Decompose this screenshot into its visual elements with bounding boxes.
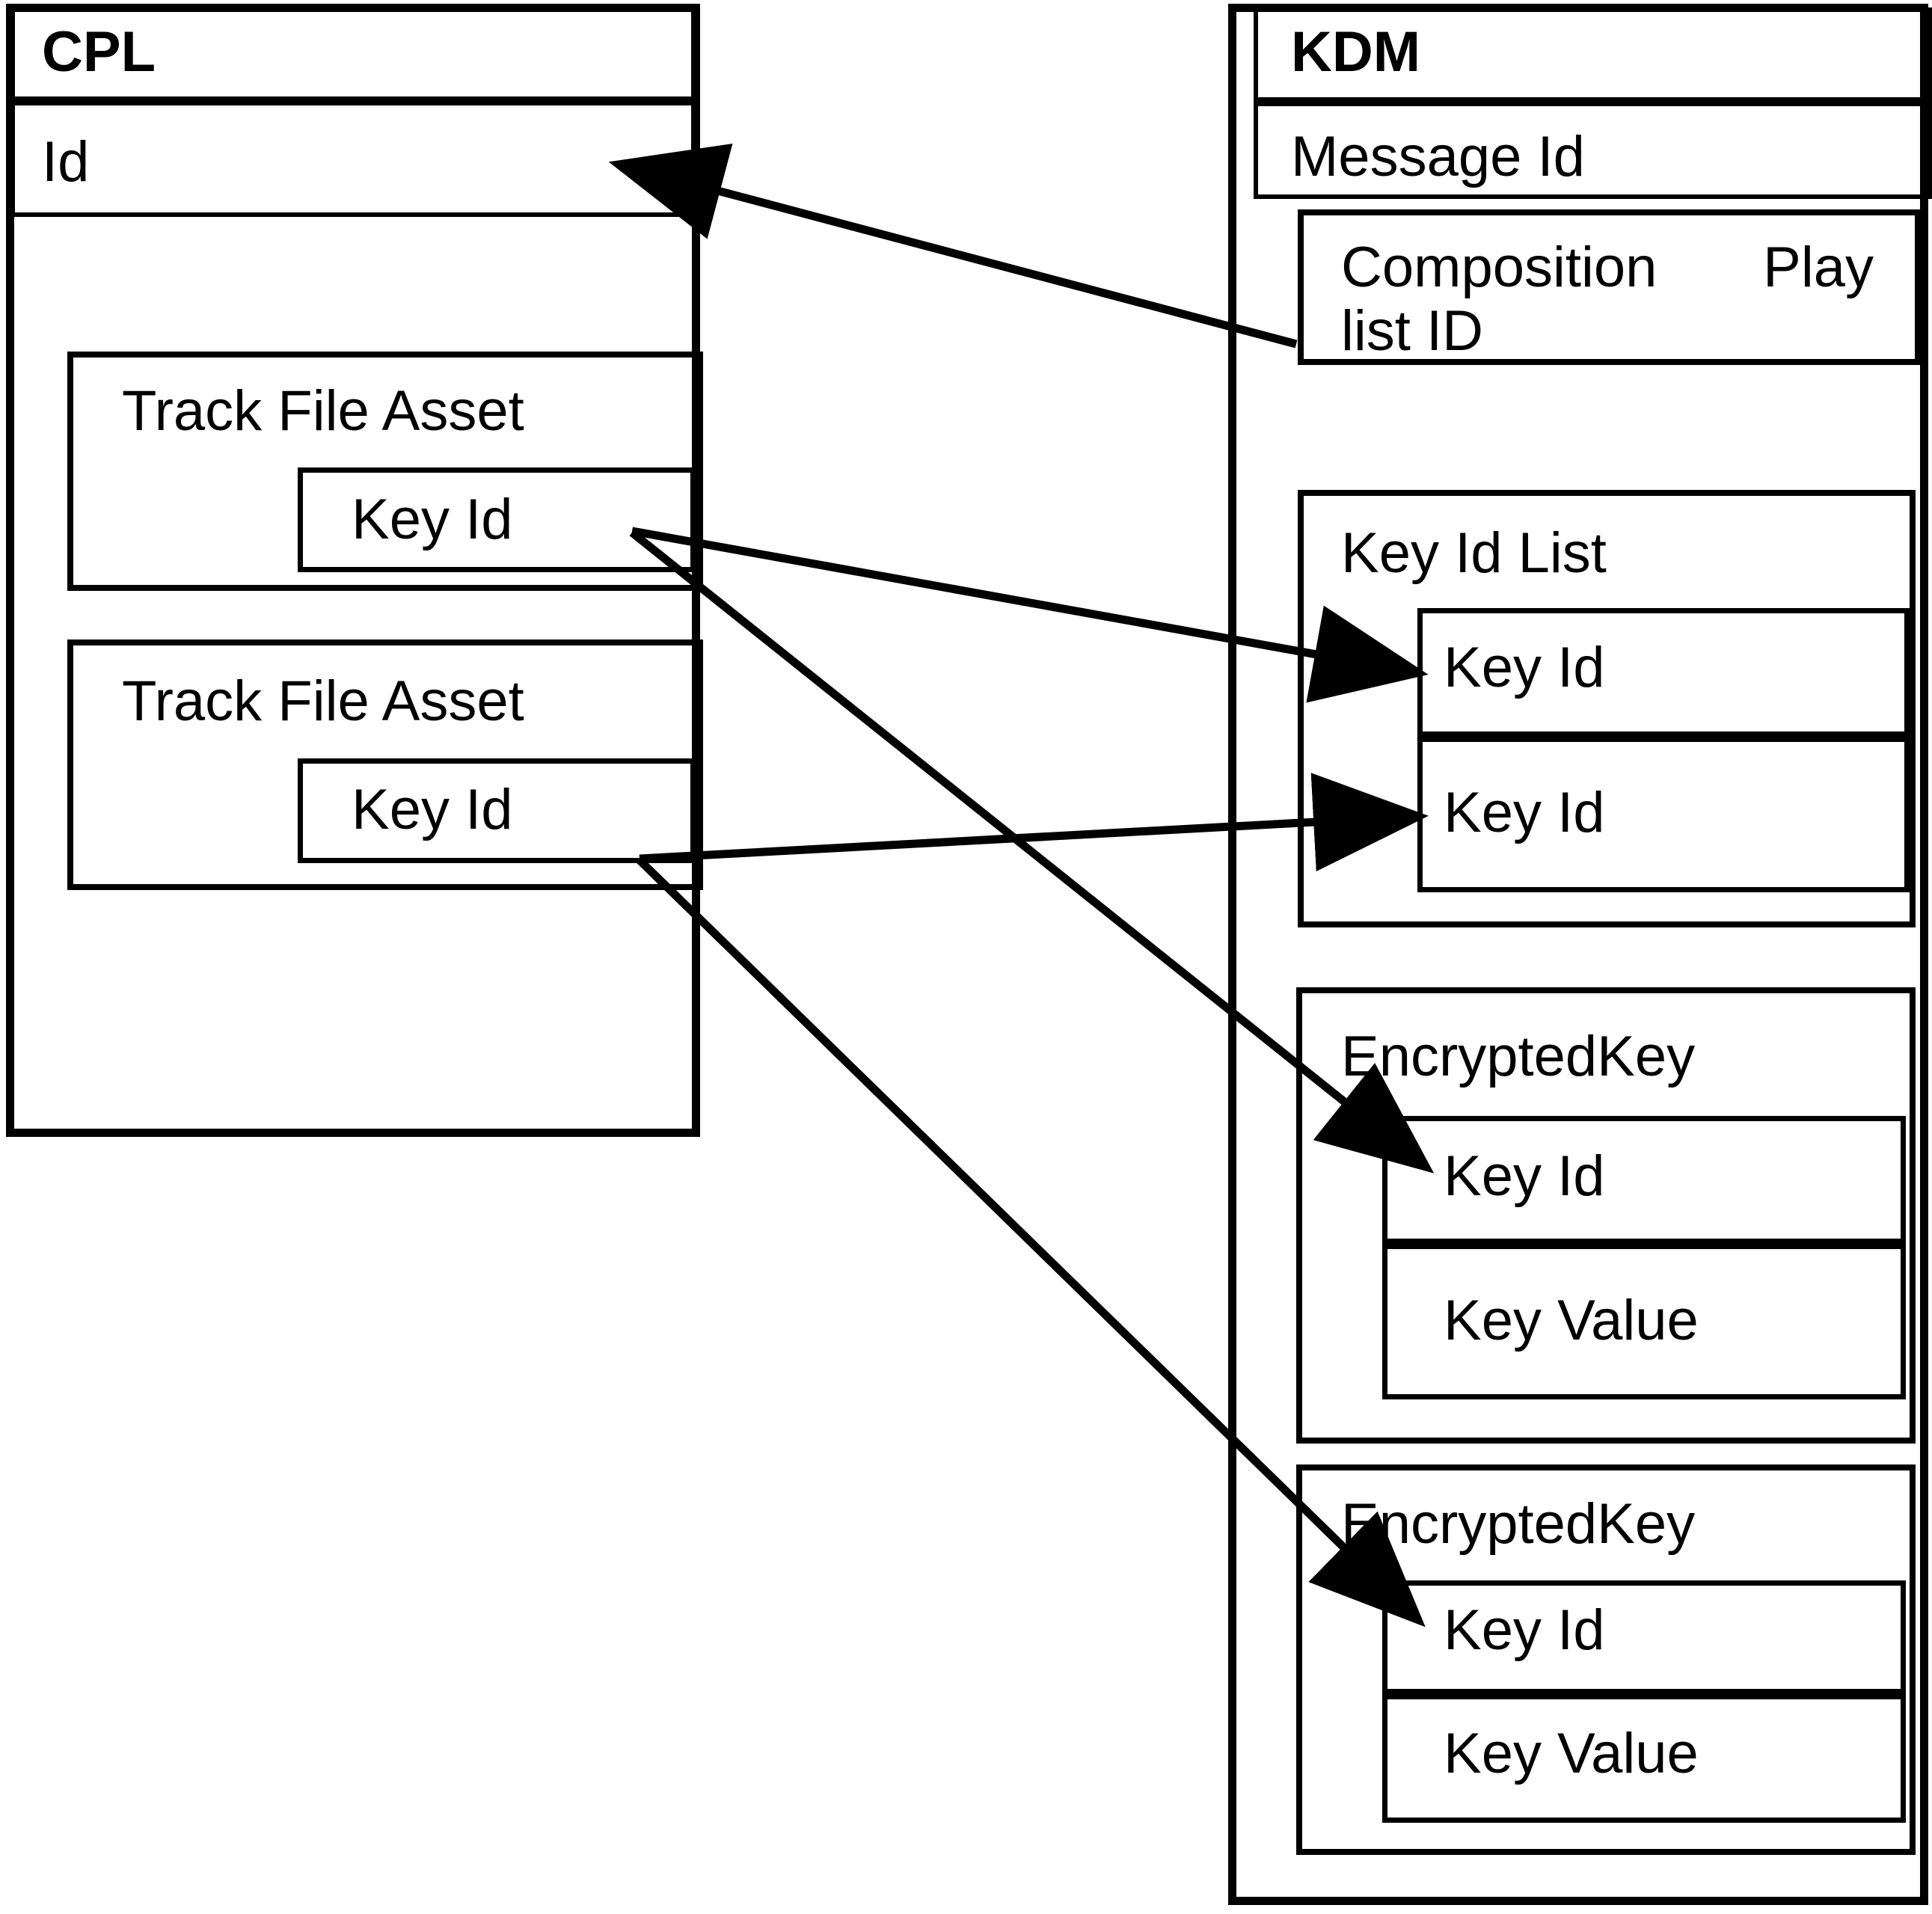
composition-playlist-id-line-2: list ID [1341, 299, 1483, 364]
encrypted-key-2-key-id-box [1382, 1580, 1906, 1694]
arrow-cpl-asset1-keyid-to-kdm-keyidlist-item1 [631, 527, 1429, 703]
kdm-message-id-label: Message Id [1291, 125, 1585, 188]
track-file-asset-2-key-id-box [298, 758, 696, 863]
cpl-id-label: Id [42, 130, 90, 194]
arrow-cpl-asset2-keyid-to-kdm-encryptedkey2-keyid [637, 857, 1426, 1628]
track-file-asset-1-key-id-box [298, 467, 696, 572]
encrypted-key-1-key-value-box [1382, 1244, 1906, 1399]
kdm-title: KDM [1291, 20, 1421, 84]
arrow-composition-playlist-id-to-cpl-id [608, 144, 1298, 349]
encrypted-key-2-box [1296, 1464, 1916, 1855]
composition-playlist-id-line-1: Composition Play [1341, 236, 1874, 299]
cpl-title: CPL [42, 20, 156, 84]
encrypted-key-1-key-value-label: Key Value [1444, 1289, 1699, 1352]
arrow-cpl-asset2-keyid-to-kdm-keyidlist-item2 [639, 773, 1429, 872]
cpl-header-row [10, 7, 696, 101]
encrypted-key-2-key-value-box [1382, 1694, 1906, 1823]
key-id-list-item-2-label: Key Id [1444, 781, 1605, 844]
track-file-asset-1-key-id-label: Key Id [352, 488, 513, 551]
track-file-asset-1-label: Track File Asset [122, 379, 524, 443]
arrow-cpl-asset1-keyid-to-kdm-encryptedkey1-keyid [629, 529, 1435, 1174]
composition-playlist-id-label: Composition Play list ID [1341, 236, 1874, 363]
track-file-asset-1 [67, 352, 703, 591]
encrypted-key-2-key-value-label: Key Value [1444, 1722, 1699, 1785]
key-id-list-item-1-label: Key Id [1444, 636, 1605, 699]
encrypted-key-1-box [1296, 987, 1916, 1444]
key-id-list-label: Key Id List [1341, 521, 1607, 585]
kdm-message-id-row [1254, 102, 1932, 199]
encrypted-key-1-key-id-box [1382, 1116, 1906, 1244]
encrypted-key-1-key-id-label: Key Id [1444, 1144, 1605, 1208]
key-id-list-box [1298, 490, 1916, 927]
encrypted-key-2-key-id-label: Key Id [1444, 1598, 1605, 1662]
kdm-header-row [1254, 7, 1932, 102]
track-file-asset-2-label: Track File Asset [122, 669, 524, 733]
composition-playlist-id-box [1298, 209, 1921, 365]
track-file-asset-2 [67, 639, 703, 890]
track-file-asset-2-key-id-label: Key Id [352, 778, 513, 841]
